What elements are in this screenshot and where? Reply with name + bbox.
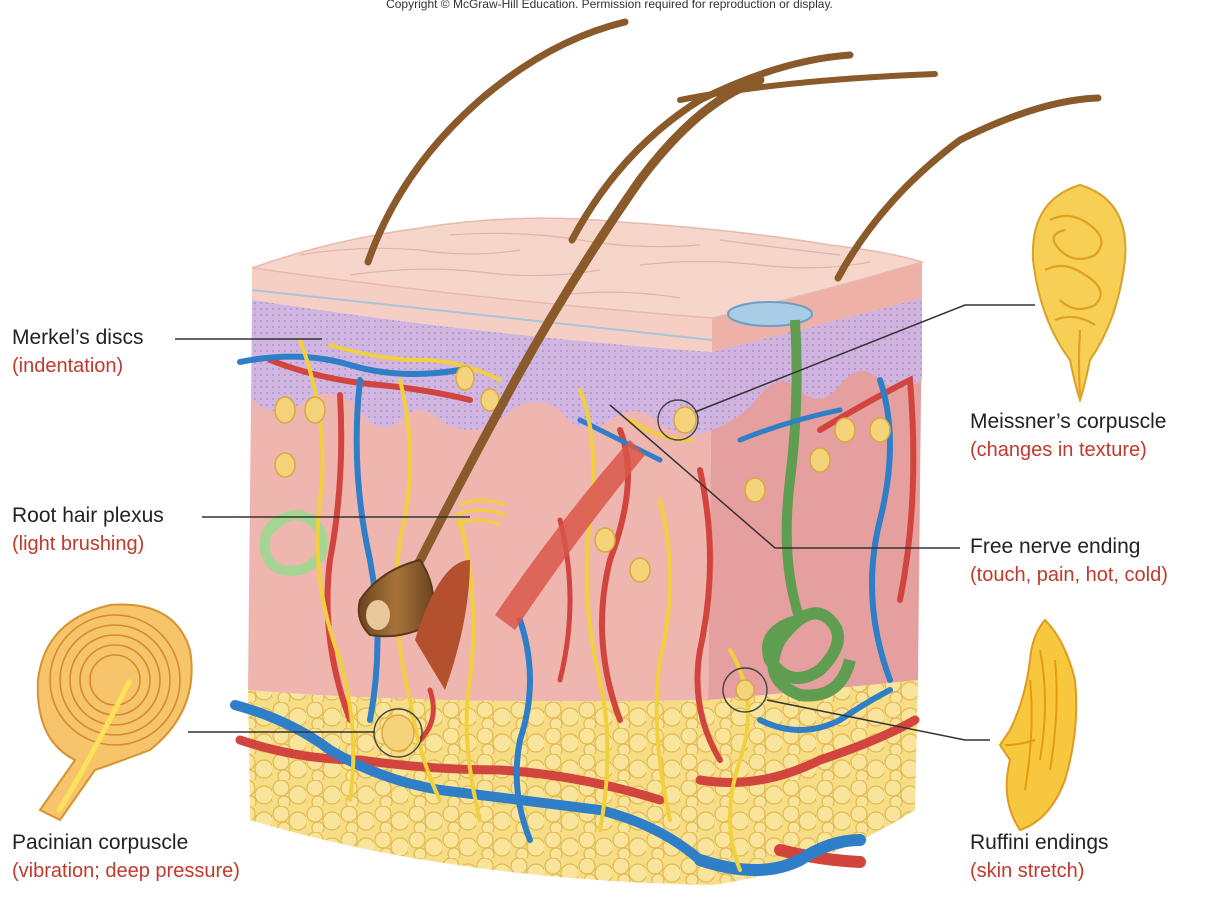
hair-follicle — [357, 498, 506, 690]
copyright-notice: Copyright © McGraw-Hill Education. Permi… — [386, 0, 833, 11]
root-hair-plexus-name: Root hair plexus — [12, 504, 164, 527]
pacinian-corpuscle-name: Pacinian corpuscle — [12, 831, 189, 854]
epidermis-side — [712, 262, 922, 352]
label-ruffini-endings: Ruffini endings (skin stretch) — [970, 829, 1109, 885]
merkels-discs-name: Merkel’s discs — [12, 326, 144, 349]
hairs — [364, 18, 1102, 615]
ruffini-endings-function: (skin stretch) — [970, 860, 1085, 882]
hypodermis-fat-side — [708, 680, 918, 885]
label-merkels-discs: Merkel’s discs (indentation) — [12, 324, 143, 380]
meissners-corpuscle-function: (changes in texture) — [970, 439, 1147, 461]
arrector-pili-muscle — [495, 440, 645, 630]
label-pacinian-corpuscle: Pacinian corpuscle (vibration; deep pres… — [12, 829, 240, 885]
free-nerve-ending-function: (touch, pain, hot, cold) — [970, 564, 1168, 586]
leader-meissner — [694, 304, 1035, 413]
papillary-layer — [252, 300, 712, 434]
pacinian-corpuscle-inset — [36, 603, 193, 822]
skin-surface — [251, 217, 925, 319]
veins — [230, 353, 893, 876]
leader-ruffini — [766, 699, 990, 741]
leader-lines — [175, 304, 1035, 741]
free-nerve-ending-name: Free nerve ending — [970, 535, 1141, 558]
skin-block — [248, 217, 925, 885]
leader-free — [609, 404, 960, 549]
label-meissners-corpuscle: Meissner’s corpuscle (changes in texture… — [970, 408, 1166, 464]
hypodermis-fat-front — [248, 690, 712, 885]
pacinian-corpuscle-function: (vibration; deep pressure) — [12, 860, 240, 882]
root-hair-plexus-function: (light brushing) — [12, 533, 145, 555]
merkels-discs-function: (indentation) — [12, 355, 124, 377]
meissners-corpuscle-name: Meissner’s corpuscle — [970, 410, 1167, 433]
ruffini-endings-inset — [998, 618, 1078, 832]
epidermis-front — [252, 268, 712, 352]
receptor-ovals — [274, 365, 891, 752]
dermis-side — [708, 298, 922, 700]
meissner-corpuscle-inset — [1031, 183, 1127, 404]
label-root-hair-plexus: Root hair plexus (light brushing) — [12, 502, 164, 558]
callout-circles — [373, 399, 768, 758]
label-free-nerve-ending: Free nerve ending (touch, pain, hot, col… — [970, 533, 1168, 589]
ruffini-endings-name: Ruffini endings — [970, 831, 1109, 854]
